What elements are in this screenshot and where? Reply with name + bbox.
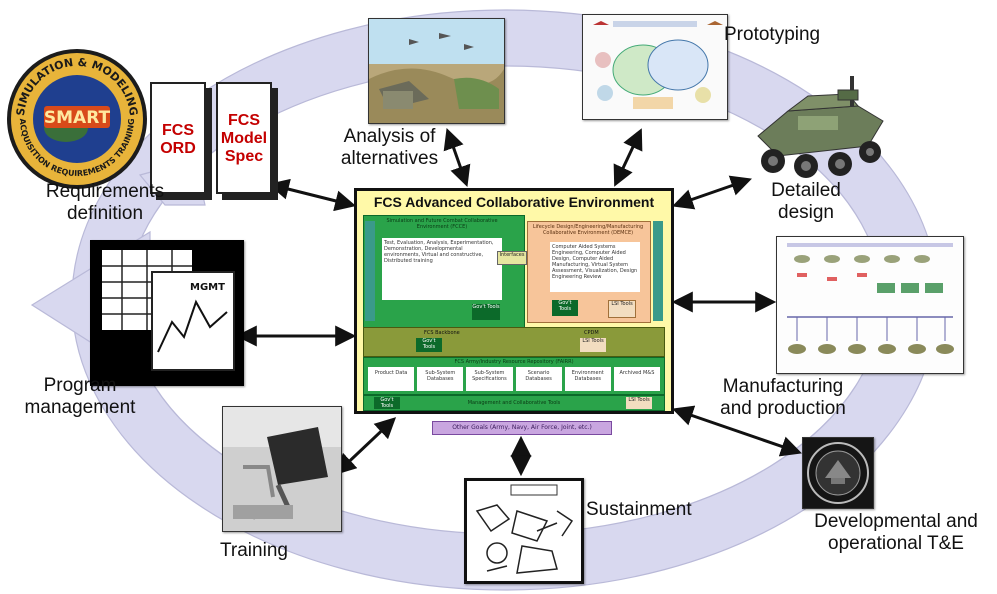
spec-line2: Model bbox=[220, 130, 268, 147]
govt-tools-backbone: Gov't Tools bbox=[416, 338, 442, 352]
ord-line1: FCS bbox=[162, 122, 194, 139]
arrow-developmental bbox=[672, 405, 802, 457]
right-environment-panel: Lifecycle Design/Engineering/Manufacturi… bbox=[527, 221, 651, 323]
interfaces-box: Interfaces bbox=[497, 251, 527, 265]
left-panel-title: Simulation and Future Combat Collaborati… bbox=[386, 218, 498, 230]
repo-item: Sub-System Specifications bbox=[466, 367, 513, 391]
arrow-training bbox=[334, 417, 397, 475]
label-manufacturing: Manufacturing and production bbox=[720, 376, 846, 419]
repo-item: Scenario Databases bbox=[515, 367, 562, 391]
arrow-analysis bbox=[443, 128, 471, 187]
left-panel-items: Test, Evaluation, Analysis, Experimentat… bbox=[382, 238, 502, 300]
sustainment-image bbox=[464, 478, 584, 584]
manufacturing-image bbox=[776, 236, 964, 374]
govt-tools-left: Gov't Tools bbox=[472, 304, 500, 320]
label-detailed-design: Detailed design bbox=[771, 180, 841, 223]
right-panel-items: Computer Aided Systems Engineering, Comp… bbox=[550, 242, 640, 292]
repo-item: Environment Databases bbox=[564, 367, 611, 391]
right-panel-title: Lifecycle Design/Engineering/Manufacturi… bbox=[532, 224, 644, 236]
program-management-image: MGMT bbox=[90, 240, 244, 386]
test-evaluation-seal-image bbox=[802, 437, 874, 509]
analysis-of-alternatives-image bbox=[368, 18, 505, 124]
lsi-tools-mgmt: LSI Tools bbox=[626, 397, 652, 409]
program-mgmt-chart-title: MGMT bbox=[190, 282, 225, 293]
repo-item: Sub-System Databases bbox=[417, 367, 464, 391]
repository-items: Product Data Sub-System Databases Sub-Sy… bbox=[368, 367, 661, 391]
prototyping-image bbox=[582, 14, 728, 120]
backbone-bar: FCS Backbone CPDM Gov't Tools LSI Tools bbox=[363, 327, 665, 357]
left-side-strip bbox=[365, 221, 375, 321]
left-environment-panel: Simulation and Future Combat Collaborati… bbox=[363, 215, 525, 329]
label-sustainment: Sustainment bbox=[586, 499, 692, 520]
management-bar: Gov't Tools Management and Collaborative… bbox=[363, 395, 665, 411]
repository-title: FCS Army/Industry Resource Repository (F… bbox=[454, 359, 574, 365]
training-image bbox=[222, 406, 342, 532]
label-prototyping: Prototyping bbox=[724, 24, 821, 45]
fcs-model-spec-document: FCS Model Spec bbox=[216, 82, 278, 200]
arrow-prototyping bbox=[613, 128, 643, 187]
cpdm-label: CPDM bbox=[584, 330, 599, 336]
govt-tools-mgmt: Gov't Tools bbox=[374, 397, 400, 409]
spec-line3: Spec bbox=[224, 148, 264, 165]
fcs-ord-document: FCS ORD bbox=[150, 82, 212, 200]
repo-item: Archived M&S bbox=[613, 367, 661, 391]
repository-panel: FCS Army/Industry Resource Repository (F… bbox=[363, 357, 665, 395]
label-analysis-of-alternatives: Analysis of alternatives bbox=[340, 126, 439, 169]
label-developmental: Developmental and operational T&E bbox=[814, 511, 978, 554]
svg-text:SMART: SMART bbox=[44, 108, 111, 128]
vehicle-design-image bbox=[757, 76, 884, 178]
backbone-label: FCS Backbone bbox=[424, 330, 460, 336]
ord-line2: ORD bbox=[160, 140, 196, 157]
spec-line1: FCS bbox=[228, 112, 260, 129]
repo-item: Product Data bbox=[368, 367, 415, 391]
right-side-strip bbox=[653, 221, 663, 321]
center-title: FCS Advanced Collaborative Environment bbox=[373, 194, 655, 210]
lsi-tools-right: LSI Tools bbox=[608, 300, 636, 318]
govt-tools-right: Gov't Tools bbox=[552, 300, 578, 316]
smart-seal-icon: SIMULATION & MODELING ACQUISITION REQUIR… bbox=[7, 49, 147, 189]
label-program-management: Program management bbox=[24, 375, 136, 418]
lsi-tools-backbone: LSI Tools bbox=[580, 338, 606, 352]
label-requirements-definition: Requirements definition bbox=[45, 181, 165, 224]
arrow-detailed-design bbox=[672, 175, 752, 210]
management-label: Management and Collaborative Tools bbox=[467, 400, 561, 406]
other-goals-bar: Other Goals (Army, Navy, Air Force, Join… bbox=[432, 421, 612, 435]
label-training: Training bbox=[220, 540, 288, 561]
arrow-requirements bbox=[267, 178, 357, 212]
collaborative-environment-panel: FCS Advanced Collaborative Environment S… bbox=[354, 188, 674, 414]
